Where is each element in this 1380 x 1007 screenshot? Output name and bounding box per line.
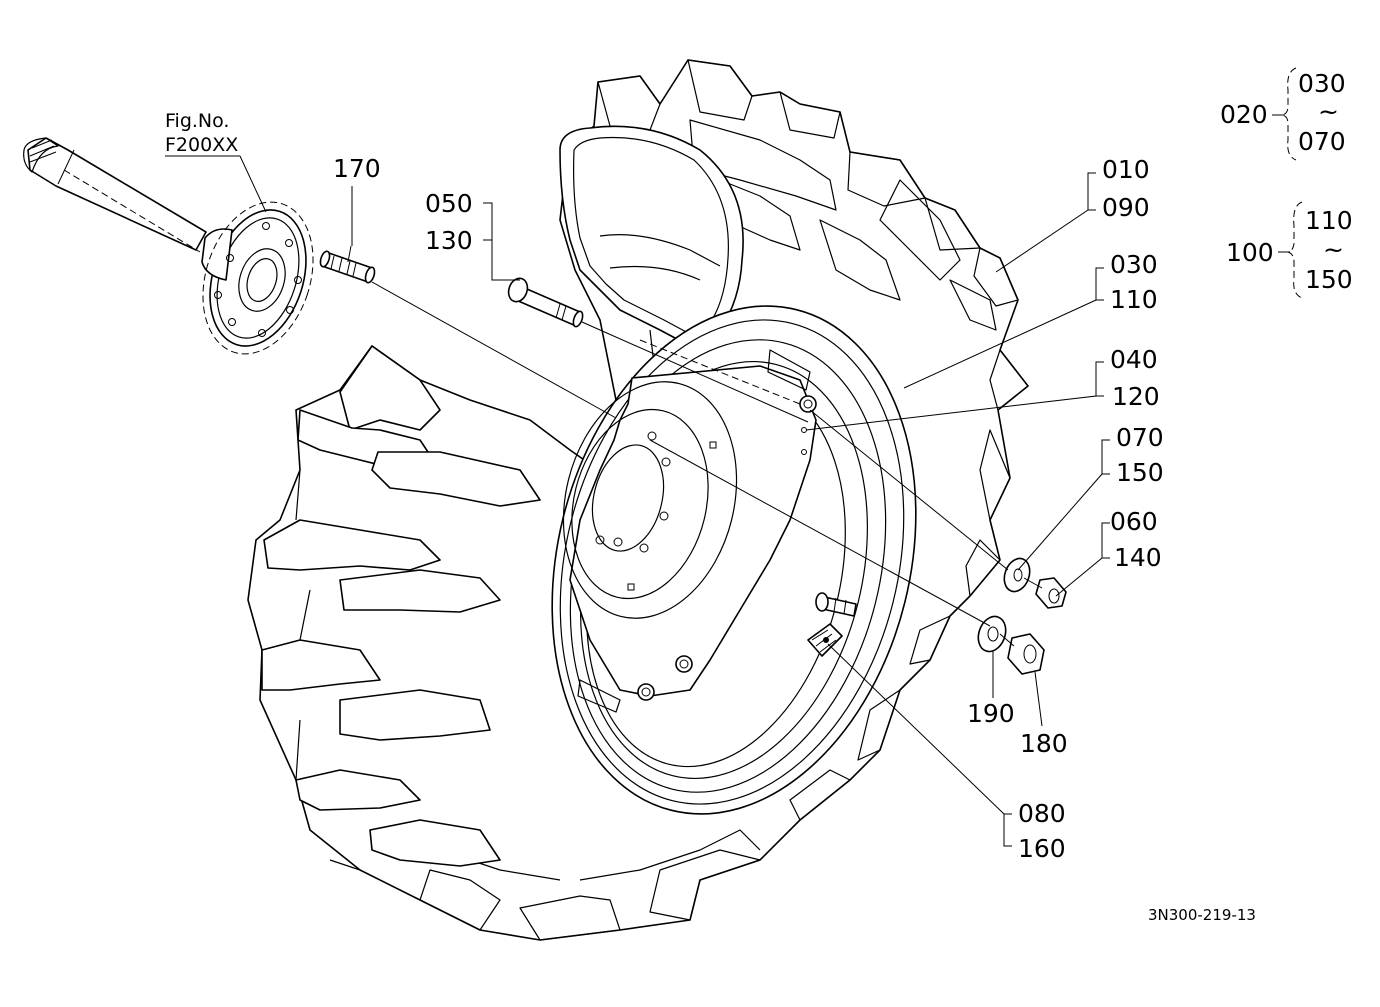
callout-080: 080 xyxy=(1018,799,1066,828)
legend-range-symbol-2: ~ xyxy=(1323,235,1344,264)
callout-060: 060 xyxy=(1110,507,1158,536)
callout-labels: 170 050 130 010 090 030 110 040 120 070 … xyxy=(333,154,1164,863)
callout-170: 170 xyxy=(333,154,381,183)
stud-bolt-170 xyxy=(319,245,376,284)
legend-to-150: 150 xyxy=(1305,265,1353,294)
wheel-disc xyxy=(562,349,817,713)
callout-110: 110 xyxy=(1110,285,1158,314)
callout-050: 050 xyxy=(425,189,473,218)
callout-leaders xyxy=(351,172,1110,847)
callout-190: 190 xyxy=(967,699,1015,728)
nut-060 xyxy=(1035,577,1067,609)
axle-shaft xyxy=(23,137,207,253)
drawing-code: 3N300-219-13 xyxy=(1148,906,1256,924)
fig-no-label: Fig.No. xyxy=(165,110,229,132)
axle-flange xyxy=(201,201,314,355)
assembly-axes xyxy=(371,281,1043,647)
legend-range-symbol-1: ~ xyxy=(1318,97,1339,126)
legend-parent-020: 020 xyxy=(1220,100,1268,129)
washer-070 xyxy=(1003,557,1031,593)
callout-130: 130 xyxy=(425,226,473,255)
callout-160: 160 xyxy=(1018,834,1066,863)
callout-070: 070 xyxy=(1116,423,1164,452)
tire-cutaway xyxy=(559,125,744,461)
range-legend-020: 020 030 ~ 070 xyxy=(1220,67,1346,161)
callout-140: 140 xyxy=(1114,543,1162,572)
callout-090: 090 xyxy=(1102,193,1150,222)
legend-from-110: 110 xyxy=(1305,206,1353,235)
figure-reference: Fig.No. F200XX xyxy=(165,110,267,213)
nut-180 xyxy=(1007,633,1045,675)
callout-120: 120 xyxy=(1112,382,1160,411)
callout-030: 030 xyxy=(1110,250,1158,279)
callout-180: 180 xyxy=(1020,729,1068,758)
legend-from-030: 030 xyxy=(1298,69,1346,98)
legend-parent-100: 100 xyxy=(1226,238,1274,267)
rim-bolts xyxy=(637,395,817,701)
callout-010: 010 xyxy=(1102,155,1150,184)
callout-150: 150 xyxy=(1116,458,1164,487)
washer-190 xyxy=(977,615,1007,653)
callout-040: 040 xyxy=(1110,345,1158,374)
range-legend-100: 100 110 ~ 150 xyxy=(1226,201,1353,299)
fig-no-code: F200XX xyxy=(165,134,238,156)
valve-stem xyxy=(807,592,857,657)
bolt-050 xyxy=(507,277,584,328)
legend-to-070: 070 xyxy=(1298,127,1346,156)
